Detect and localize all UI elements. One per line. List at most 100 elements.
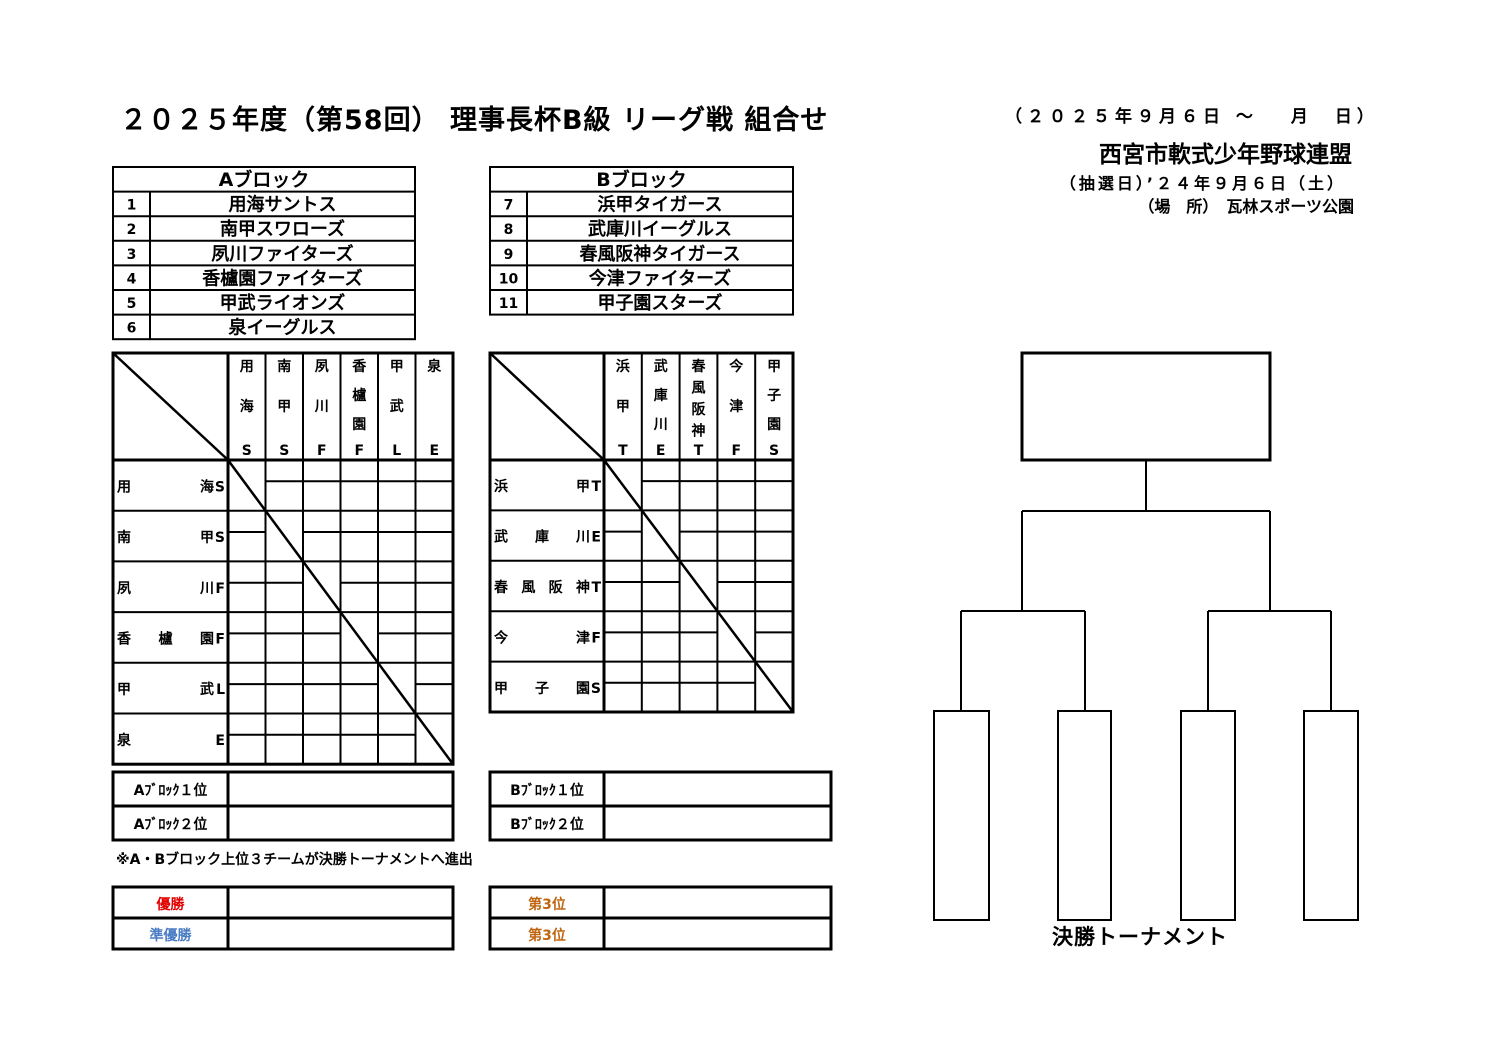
bracket-team-slot[interactable] <box>933 710 990 921</box>
team-number: 7 <box>504 198 514 214</box>
row-team-char: 甲 <box>494 681 508 697</box>
column-team-char: 春 <box>691 358 707 375</box>
block_a-heading: Aブロック <box>219 168 310 191</box>
block_a-team-list <box>112 166 416 341</box>
row-team-char: 神 <box>576 579 590 596</box>
column-team-letter: F <box>354 443 364 459</box>
row-team-char: 津 <box>576 629 590 646</box>
column-team-letter: S <box>279 443 289 459</box>
column-team-char: 子 <box>767 388 781 404</box>
column-team-char: 用 <box>240 359 254 375</box>
team-number: 3 <box>127 247 137 263</box>
result-entry-field[interactable] <box>607 890 828 915</box>
team-number: 4 <box>127 271 137 287</box>
result-label: 優勝 <box>156 896 186 913</box>
result-entry-field[interactable] <box>231 921 450 946</box>
row-team-char: 香 <box>116 630 132 647</box>
block_b-heading: Bブロック <box>596 168 686 191</box>
column-team-char: 浜 <box>616 358 630 375</box>
column-team-letter: L <box>392 443 401 459</box>
row-team-char: 川 <box>199 581 214 597</box>
column-team-char: 川 <box>653 417 668 433</box>
row-team-char: 櫨 <box>159 630 173 647</box>
lottery-date: （抽選日）’２４年９月６日（土） <box>1059 174 1346 193</box>
result-label: 準優勝 <box>150 927 193 944</box>
column-team-char: 阪 <box>692 402 707 418</box>
team-name: 泉イーグルス <box>229 317 337 339</box>
team-number: 9 <box>504 247 514 263</box>
team-number: 10 <box>499 271 519 287</box>
row-team-char: 子 <box>535 681 549 697</box>
row-team-letter: F <box>215 581 225 597</box>
organization-name: 西宮市軟式少年野球連盟 <box>1099 142 1352 168</box>
column-team-char: 甲 <box>616 399 630 415</box>
row-team-char: 浜 <box>494 478 508 495</box>
row-team-char: 園 <box>576 681 590 697</box>
team-name: 武庫川イーグルス <box>588 218 732 240</box>
column-team-char: 夙 <box>315 359 329 375</box>
bracket-team-slot[interactable] <box>1057 710 1112 921</box>
champion-box[interactable] <box>1020 351 1272 462</box>
team-number: 11 <box>499 296 518 312</box>
bracket-team-slot[interactable] <box>1303 710 1359 921</box>
corner-diagonal <box>489 352 605 461</box>
a-ranking-entry-field[interactable] <box>231 775 450 803</box>
row-team-char: 泉 <box>117 732 132 749</box>
a-ranking-entry-field[interactable] <box>231 809 450 837</box>
team-name: 浜甲タイガース <box>597 195 722 216</box>
column-team-char: 甲 <box>390 359 404 375</box>
column-team-letter: E <box>429 443 439 459</box>
column-team-char: 武 <box>654 358 668 375</box>
column-team-char: 風 <box>692 381 706 397</box>
column-team-char: 櫨 <box>352 387 366 404</box>
result-entry-field[interactable] <box>231 890 450 915</box>
team-name: 南甲スワローズ <box>220 218 345 240</box>
b-ranking-label: Bﾌﾞﾛｯｸ２位 <box>510 816 584 833</box>
team-name: 甲武ライオンズ <box>220 292 346 314</box>
column-team-char: 神 <box>692 423 706 440</box>
bracket-team-slot[interactable] <box>1180 710 1236 921</box>
row-team-char: 春 <box>493 579 509 596</box>
row-team-char: 夙 <box>117 581 131 597</box>
result-label: 第3位 <box>528 896 566 913</box>
block_a-league-table <box>111 351 455 766</box>
team-name: 春風阪神タイガース <box>579 243 740 265</box>
self-match-diagonal <box>603 459 794 713</box>
column-team-char: 庫 <box>654 387 668 404</box>
row-team-char: 用 <box>117 479 131 495</box>
column-team-letter: F <box>732 443 742 459</box>
column-team-letter: T <box>694 443 704 459</box>
b-ranking-label: Bﾌﾞﾛｯｸ１位 <box>510 782 584 799</box>
column-team-letter: E <box>656 443 666 459</box>
team-number: 2 <box>127 222 137 238</box>
row-team-char: 甲 <box>200 530 214 546</box>
team-number: 6 <box>127 321 137 337</box>
column-team-char: 園 <box>767 417 781 433</box>
team-number: 1 <box>127 198 137 214</box>
column-team-char: 園 <box>352 417 366 433</box>
row-team-char: 川 <box>575 530 590 546</box>
column-team-letter: T <box>618 443 628 459</box>
team-name: 今津ファイターズ <box>589 267 731 289</box>
column-team-letter: S <box>769 443 779 459</box>
row-team-letter: E <box>591 530 601 546</box>
row-team-letter: S <box>215 530 225 546</box>
row-team-char: 阪 <box>549 580 564 596</box>
result-entry-field[interactable] <box>607 921 828 946</box>
b-ranking-entry-field[interactable] <box>607 775 828 803</box>
row-team-letter: F <box>215 631 225 647</box>
column-team-char: 津 <box>729 398 743 415</box>
page-title: ２０２５年度（第58回） 理事長杯B級 リーグ戦 組合せ <box>120 105 829 136</box>
row-team-letter: F <box>591 630 601 646</box>
venue: （場 所） 瓦林スポーツ公園 <box>1138 197 1354 216</box>
row-team-char: 武 <box>494 529 508 546</box>
b-ranking-entry-field[interactable] <box>607 809 828 837</box>
a-ranking-label: Aﾌﾞﾛｯｸ２位 <box>134 816 208 833</box>
row-team-char: 海 <box>200 478 214 495</box>
column-team-char: 甲 <box>767 359 781 375</box>
row-team-char: 甲 <box>117 682 131 698</box>
team-name: 香櫨園ファイターズ <box>201 267 362 289</box>
period-dates: （２０２５年９月６日 ～ 月 日） <box>1005 107 1379 127</box>
team-number: 5 <box>127 296 137 312</box>
